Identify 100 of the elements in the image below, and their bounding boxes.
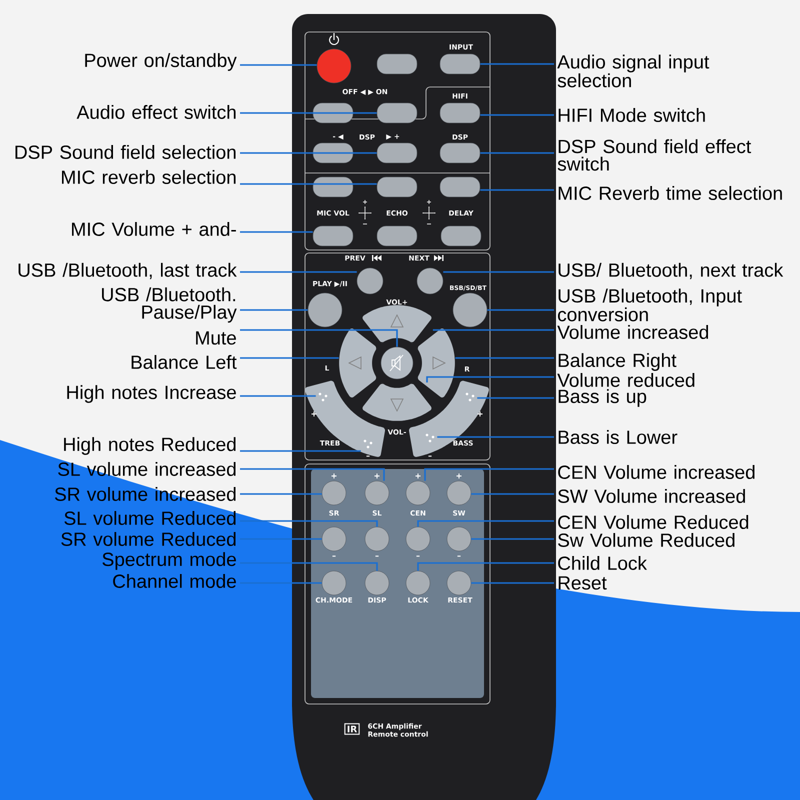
round-button: [364, 570, 390, 596]
callout-text: SW Volume increased: [558, 489, 745, 503]
sign-label: +: [332, 474, 336, 479]
leader-line: [455, 357, 554, 359]
sign-label: –: [375, 556, 379, 557]
leader-line: [477, 397, 554, 399]
leader-line: [487, 309, 554, 311]
push-button: [376, 142, 418, 164]
leader-line: [240, 395, 316, 397]
leader-line: [426, 376, 554, 383]
callout-text: Mute: [196, 331, 236, 345]
leader-line: [417, 520, 554, 527]
leader-line: [480, 152, 554, 154]
round-button: [452, 292, 488, 328]
round-button: [364, 480, 390, 506]
sign-label: –: [457, 556, 461, 557]
ir-badge: IR: [344, 723, 360, 735]
round-button: [406, 570, 430, 596]
push-button: [376, 54, 418, 74]
round-button: [406, 526, 430, 552]
leader-line: [240, 562, 378, 571]
callout-text: High notes Reduced: [64, 437, 236, 455]
leader-line: [240, 271, 357, 273]
callout-text: Channel mode: [113, 574, 236, 588]
leader-line: [471, 582, 554, 584]
callout-text: Balance Right: [558, 353, 676, 371]
callout-text: MIC Volume + and-: [72, 222, 236, 236]
direction-key: [339, 328, 378, 398]
callout-text: Child Lock: [558, 556, 647, 570]
sign-label: –: [428, 456, 432, 457]
callout-text: DSP Sound field effect switch: [558, 139, 752, 171]
leader-line: [471, 493, 554, 495]
callout-text: Volume reduced: [557, 373, 694, 387]
callout-text: USB /Bluetooth, Input conversion: [558, 288, 742, 322]
callout-text: Bass is up: [558, 389, 646, 407]
leader-line: [240, 64, 317, 66]
leader-line: [240, 309, 308, 311]
rocker-dots: [364, 440, 372, 448]
direction-key: [362, 382, 432, 421]
sign-label: +: [312, 412, 316, 417]
leader-line: [480, 114, 554, 116]
sign-label: –: [332, 556, 336, 557]
leader-line: [240, 231, 313, 233]
leader-line: [240, 450, 361, 452]
callout-text: Audio signal input selection: [557, 54, 710, 88]
leader-line: [443, 271, 554, 273]
direction-key: [416, 328, 455, 398]
mute-button: [380, 346, 414, 380]
leader-line: [437, 436, 554, 438]
rocker-dots: [318, 392, 328, 402]
callout-text: USB /Bluetooth, last track: [18, 262, 237, 280]
callout-text: SL volume increased: [58, 462, 236, 476]
round-button: [322, 526, 346, 552]
leader-line: [471, 538, 554, 540]
sign-label: +: [478, 412, 482, 417]
leader-line: [417, 562, 554, 571]
round-button: [446, 526, 472, 552]
callout-text: MIC Reverb time selection: [558, 186, 782, 200]
sign-label: +: [416, 474, 420, 479]
leader-line: [240, 582, 322, 584]
round-button: [364, 526, 390, 552]
push-button: [440, 176, 480, 198]
round-button: [308, 292, 342, 328]
round-button: [356, 268, 384, 294]
round-button: [322, 570, 346, 596]
direction-key: [362, 305, 432, 344]
round-button: [322, 480, 346, 506]
callout-text: Spectrum mode: [102, 552, 236, 570]
leader-line: [240, 183, 377, 185]
callout-text: HIFI Mode switch: [558, 108, 705, 122]
callout-text: Volume increased: [557, 325, 708, 339]
push-button: [376, 102, 418, 124]
push-button: [376, 176, 418, 198]
round-button: [406, 480, 430, 506]
leader-line: [240, 468, 385, 481]
leader-line: [480, 63, 554, 65]
callout-text: DSP Sound field selection: [16, 145, 236, 159]
push-button: [376, 226, 418, 246]
push-button: [440, 142, 480, 164]
callout-text: Audio effect switch: [76, 105, 236, 119]
callout-text: Sw Volume Reduced: [558, 533, 734, 547]
push-button: [440, 226, 482, 246]
leader-line: [240, 520, 378, 527]
callout-text: High notes Increase: [67, 385, 236, 403]
leader-line: [240, 357, 339, 359]
callout-text: Reset: [558, 576, 607, 590]
sign-label: +: [456, 474, 462, 479]
callout-text: Balance Left: [132, 355, 237, 369]
callout-text: CEN Volume Reduced: [558, 515, 748, 529]
sign-label: +: [374, 474, 380, 479]
leader-line: [240, 538, 322, 540]
callout-text: USB /Bluetooth. Pause/Play: [102, 287, 237, 323]
round-button: [416, 268, 444, 294]
push-button: [440, 102, 480, 124]
leader-line: [240, 152, 377, 154]
callout-text: SL volume Reduced: [64, 511, 236, 525]
callout-text: Power on/standby: [85, 53, 237, 71]
leader-line: [240, 493, 322, 495]
push-button: [440, 54, 480, 74]
leader-line: [424, 468, 554, 481]
